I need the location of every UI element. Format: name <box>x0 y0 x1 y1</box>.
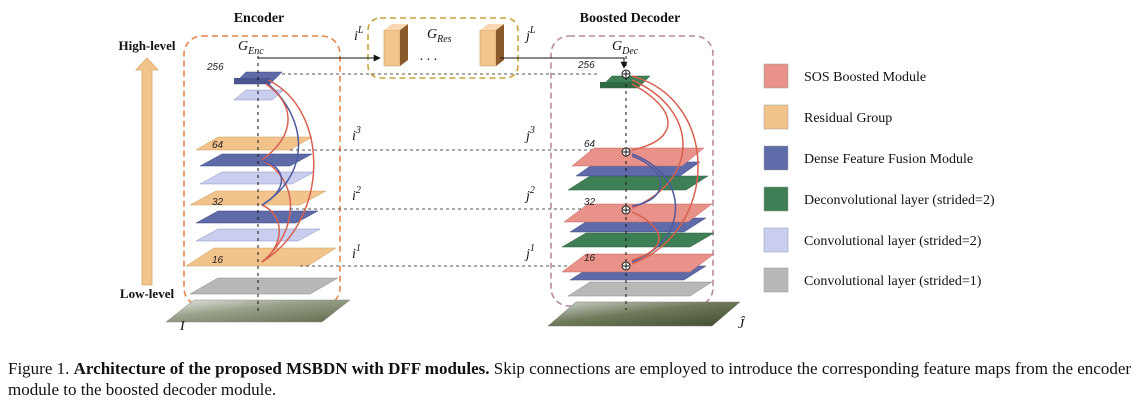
decoder-dense-connections <box>631 75 699 265</box>
enc-curve-red <box>261 204 280 263</box>
legend-label-sos: SOS Boosted Module <box>804 70 926 85</box>
decoder-title: Boosted Decoder <box>580 11 681 26</box>
dec-curve-blue <box>631 155 662 207</box>
dec-channel-64: 64 <box>584 139 596 150</box>
legend-swatch-deconv <box>763 186 789 212</box>
res-block-left <box>383 29 401 67</box>
legend-swatch-residual <box>763 104 789 130</box>
res-block-left-side <box>400 24 408 66</box>
j2-label: j2 <box>524 185 535 204</box>
dec-curve-red <box>631 83 669 151</box>
caption-prefix: Figure 1. <box>8 359 70 378</box>
decoder-box <box>550 35 714 307</box>
enc-curve-red <box>261 79 315 263</box>
g-dec-label: GDec <box>612 39 639 57</box>
enc-channel-32: 32 <box>212 197 224 208</box>
enc-residual-64 <box>195 136 313 151</box>
level-arrow <box>135 57 159 286</box>
j3-label: j3 <box>524 125 535 144</box>
g-res-label: GRes <box>427 27 452 45</box>
dec-channel-16: 16 <box>584 253 596 264</box>
output-label: Ĵ <box>738 315 746 332</box>
legend-label-residual: Residual Group <box>804 111 892 126</box>
enc-channel-256: 256 <box>206 62 224 73</box>
input-label: I <box>179 319 186 334</box>
i3-label: i3 <box>352 125 361 144</box>
enc-channel-64: 64 <box>212 140 224 151</box>
jL-label: jL <box>524 25 536 44</box>
enc-conv-s2-layer <box>199 171 315 185</box>
i2-label: i2 <box>352 185 361 204</box>
dec-channel-256: 256 <box>577 60 595 71</box>
encoder-dense-connections <box>261 79 315 263</box>
dec-curve-red <box>631 75 699 265</box>
legend-label-deconv: Deconvolutional layer (strided=2) <box>804 193 995 208</box>
decoder-stack <box>547 75 741 327</box>
enc-dff-layer <box>199 153 313 167</box>
low-level-label: Low-level <box>120 286 175 301</box>
enc-curve-blue <box>261 159 283 206</box>
enc-residual-16 <box>185 247 337 267</box>
enc-dff-layer <box>195 210 319 224</box>
res-block-right-top <box>480 24 504 30</box>
encoder-title: Encoder <box>234 11 285 26</box>
i1-label: i1 <box>352 243 361 262</box>
caption-bold: Architecture of the proposed MSBDN with … <box>73 359 490 378</box>
decoder-output-image <box>547 301 741 327</box>
legend-swatch-dff <box>763 145 789 171</box>
dec-deconv-layer <box>561 232 715 248</box>
res-block-right-side <box>496 24 504 66</box>
residual-box <box>367 17 519 79</box>
dec-curve-red <box>631 211 660 261</box>
res-dots: . . . <box>420 49 438 64</box>
dec-deconv-layer <box>567 175 709 191</box>
jL-arrow <box>500 57 628 69</box>
enc-dff-256-side <box>234 78 270 84</box>
res-block-right <box>479 29 497 67</box>
legend-label-conv-s2: Convolutional layer (strided=2) <box>804 234 982 249</box>
iL-label: iL <box>354 25 364 44</box>
enc-curve-red <box>261 83 289 161</box>
j1-label: j1 <box>524 243 535 262</box>
res-block-left-top <box>384 24 408 30</box>
plus-signs <box>623 71 629 269</box>
dec-channel-32: 32 <box>584 197 596 208</box>
skip-connections <box>282 73 620 267</box>
dec-curve-red <box>631 79 684 209</box>
enc-conv-s1-layer <box>189 277 339 295</box>
high-level-label: High-level <box>118 38 175 53</box>
legend-swatch-conv-s2 <box>763 227 789 253</box>
dec-conv-s1-layer <box>567 281 713 297</box>
fusion-nodes <box>621 69 631 271</box>
legend-label-dff: Dense Feature Fusion Module <box>804 152 973 167</box>
residual-group <box>383 24 504 67</box>
dec-sos-16 <box>561 253 715 273</box>
legend-label-conv-s1: Convolutional layer (strided=1) <box>804 274 982 289</box>
legend-swatch-conv-s1 <box>763 267 789 293</box>
g-enc-label: GEnc <box>238 39 264 57</box>
caption-rest: Skip connections are employed to introdu… <box>8 359 1132 399</box>
legend-swatch-sos <box>763 63 789 89</box>
enc-channel-16: 16 <box>212 255 224 266</box>
legend: SOS Boosted Module Residual Group Dense … <box>763 63 995 293</box>
figure-caption: Figure 1. Architecture of the proposed M… <box>8 358 1136 400</box>
dec-deconv-256-side <box>600 82 638 88</box>
